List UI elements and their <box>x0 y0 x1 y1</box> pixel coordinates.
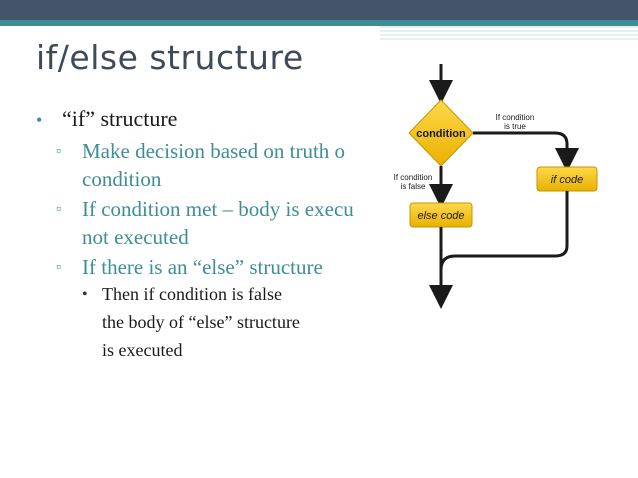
sub-sub-bullet-text-cont: the body of “else” structure <box>102 312 300 332</box>
sub-bullet-text-cont: condition <box>82 167 162 191</box>
sub-bullet-text-cont: not executed <box>82 225 189 249</box>
else-code-label: else code <box>417 210 464 222</box>
join-path <box>439 191 569 271</box>
sub-bullet-marker: ▫ <box>56 144 61 159</box>
true-label-line2: is true <box>504 122 526 131</box>
sub-sub-bullet-marker: • <box>82 286 88 303</box>
bullet-text: “if” structure <box>62 106 178 131</box>
if-code-label: if code <box>551 174 583 186</box>
condition-label: condition <box>416 128 466 140</box>
sub-sub-bullet-text-cont: is executed <box>102 340 183 360</box>
sub-bullet-text: If there is an “else” structure <box>82 255 323 279</box>
slide-body: • “if” structure ▫ Make decision based o… <box>36 106 398 366</box>
if-else-flowchart: condition If condition is true if code I… <box>385 62 605 312</box>
true-path-arrow <box>473 131 579 172</box>
sub-bullet-marker: ▫ <box>56 202 61 217</box>
bullet-marker: • <box>36 110 43 130</box>
sub-bullet-text: Make decision based on truth o <box>82 139 346 163</box>
sub-bullet-text: If condition met – body is execu <box>82 197 354 221</box>
false-label-line2: is false <box>401 182 426 191</box>
false-label-line1: If condition <box>394 173 433 182</box>
sub-sub-bullet-text: Then if condition is false <box>102 284 282 304</box>
flowchart-svg: condition If condition is true if code I… <box>394 64 598 309</box>
true-label-line1: If condition <box>496 113 535 122</box>
header-fade-lines <box>380 26 638 40</box>
sub-bullet-marker: ▫ <box>56 260 61 275</box>
slide-title: if/else structure <box>36 38 304 77</box>
header-accent-stripe <box>0 20 638 26</box>
